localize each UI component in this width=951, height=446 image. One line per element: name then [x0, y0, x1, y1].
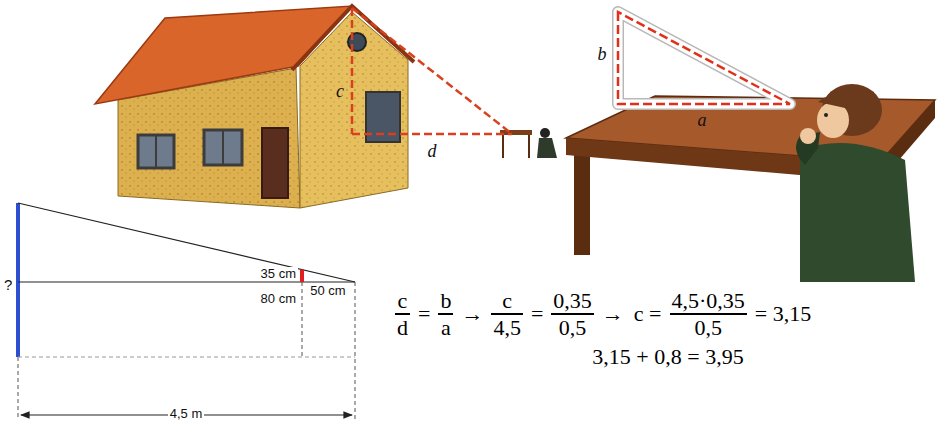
equation-term: =: [531, 301, 543, 326]
boy-body: [800, 143, 915, 282]
eye-position-line: [355, 282, 356, 420]
equation-term: =: [526, 301, 548, 327]
numerator: 4,5·0,35: [670, 288, 747, 313]
table-leg: [574, 150, 590, 255]
sight-line: [18, 203, 355, 282]
distance-line: [352, 133, 512, 136]
equation-term: →: [461, 301, 483, 326]
round-window: [348, 33, 366, 51]
unknown-mark: ?: [4, 277, 12, 294]
dimension-label: 50 cm: [308, 284, 347, 298]
fraction-bar: [670, 313, 747, 315]
numerator: c: [396, 288, 410, 313]
boy-hand: [800, 128, 816, 144]
door: [262, 128, 288, 198]
window-frame: [155, 135, 157, 168]
fraction: cd: [392, 288, 413, 340]
scheme: [18, 203, 355, 420]
equation-term: =: [418, 301, 430, 326]
sight-triangle: [352, 8, 512, 134]
equation-term: =: [413, 301, 435, 327]
table-top: [500, 130, 532, 135]
numerator: c: [500, 288, 514, 313]
numerator: b: [438, 288, 453, 313]
denominator: 0,5: [557, 315, 589, 340]
set-square: [618, 12, 790, 104]
boy-fringe: [818, 93, 860, 108]
window: [138, 135, 174, 168]
equation-term: = 3,15: [755, 301, 811, 326]
denominator: d: [395, 315, 410, 340]
numerator: 0,35: [551, 288, 594, 313]
window-frame: [222, 130, 224, 165]
equation-term: c =: [629, 301, 667, 327]
equation-term: c =: [634, 301, 662, 326]
equation-term: →: [597, 301, 629, 327]
denominator: a: [439, 315, 453, 340]
fraction: 0,350,5: [548, 288, 597, 340]
denominator: 4,5: [491, 315, 523, 340]
height-label: c: [336, 82, 344, 102]
equation-line: cd=ba→c4,5=0,350,5→c =4,5·0,350,5= 3,15: [392, 288, 816, 340]
house-position-line: [18, 357, 19, 420]
denominator: 0,5: [692, 315, 724, 340]
table-height-line: [302, 282, 303, 357]
boy: [796, 84, 915, 282]
fraction: ba: [435, 288, 456, 340]
fraction: 4,5·0,350,5: [667, 288, 750, 340]
set-square-height: [300, 270, 304, 283]
dimension-label: 35 cm: [259, 267, 298, 281]
fraction-bar: [395, 313, 410, 315]
house-roof: [95, 6, 352, 104]
house: [95, 6, 414, 208]
small-table: [500, 128, 557, 158]
eye-level-line: [18, 281, 355, 282]
height-label: b: [598, 45, 607, 65]
equation-term: = 3,15: [750, 301, 816, 327]
fraction-bar: [551, 313, 594, 315]
equation-term: →: [456, 301, 488, 327]
set-square-outline: [618, 12, 790, 104]
set-square-frame: [618, 12, 790, 104]
fraction-bar: [438, 313, 453, 315]
fraction-bar: [491, 313, 523, 315]
boy-head: [540, 128, 550, 138]
sight-line: [352, 8, 512, 134]
boy-body: [537, 138, 557, 158]
set-square-edges: [618, 12, 790, 104]
height-line: [351, 8, 354, 134]
dimension-label: 4,5 m: [168, 407, 205, 421]
fraction: c4,5: [488, 288, 526, 340]
table-leg: [528, 135, 530, 158]
equation-line: 3,15 + 0,8 = 3,95: [592, 344, 743, 370]
distance-label: a: [698, 111, 707, 131]
table-leg: [502, 135, 504, 158]
house-height: [16, 203, 20, 357]
window: [204, 130, 242, 165]
boy-eye: [824, 113, 828, 117]
ground-line: [18, 357, 355, 358]
equation-term: →: [602, 301, 624, 326]
distance-label: d: [428, 142, 437, 162]
dimension-label: 80 cm: [259, 292, 298, 306]
